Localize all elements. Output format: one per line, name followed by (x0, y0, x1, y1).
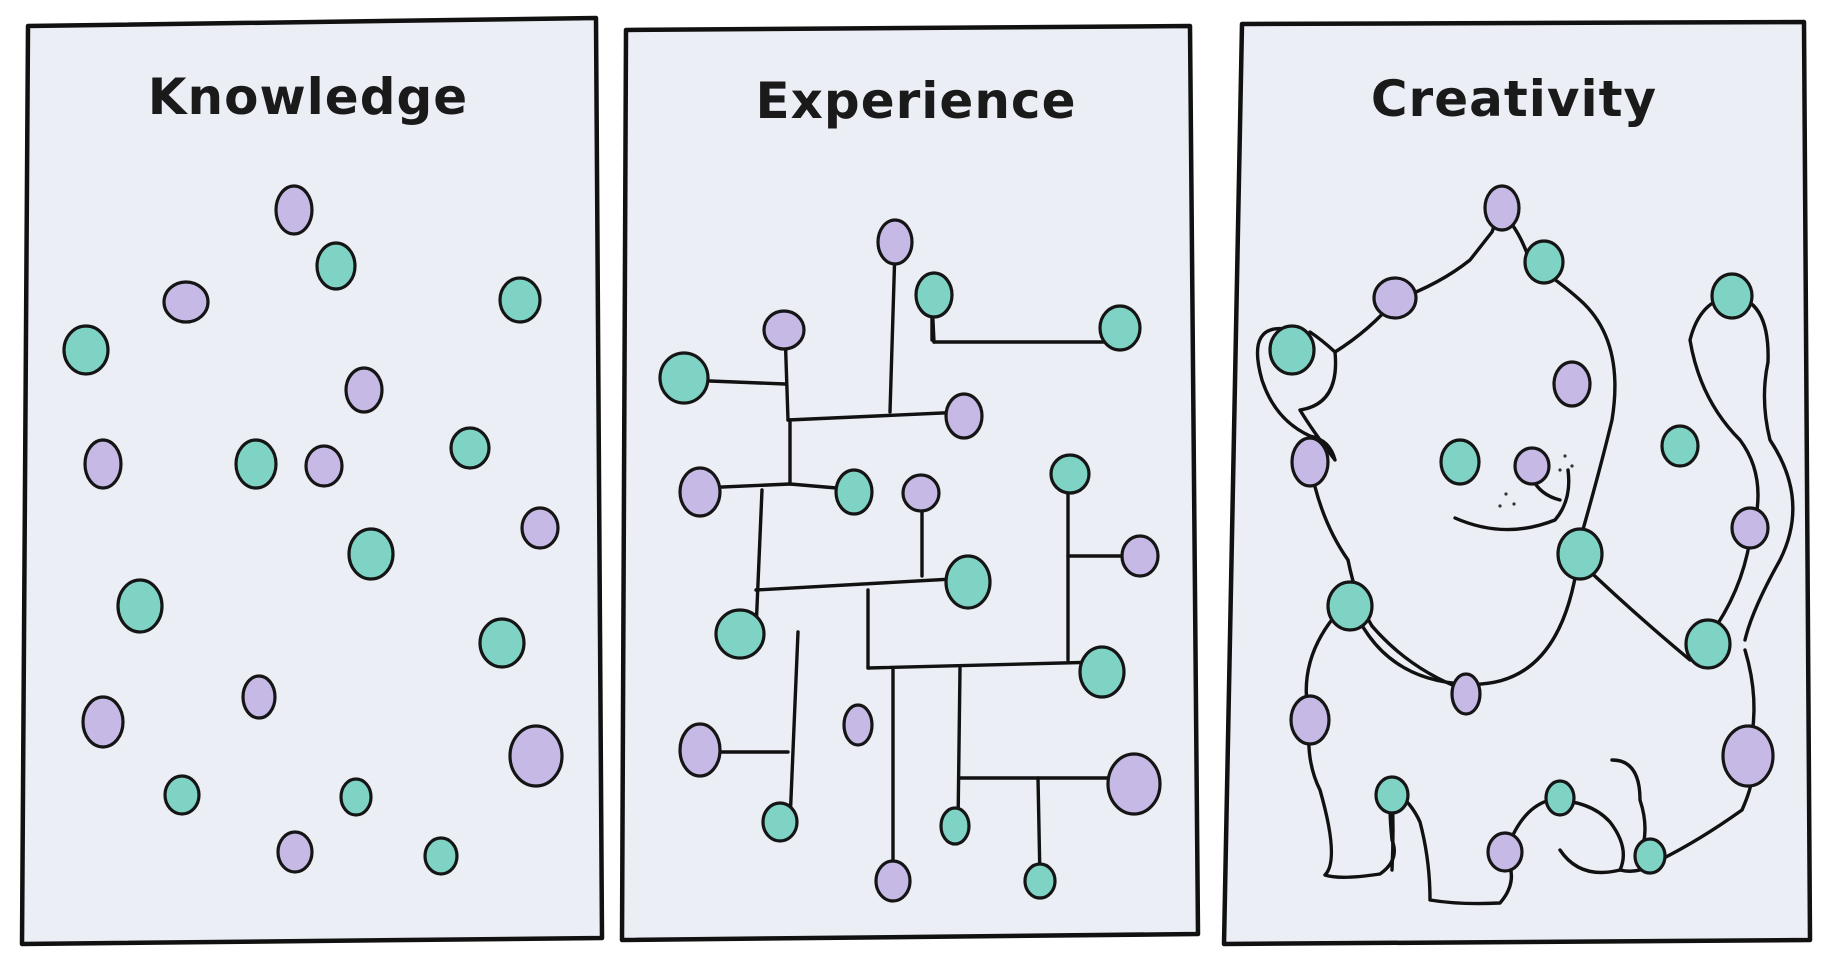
c-dots-dot (1710, 272, 1754, 320)
e-dots-dot (1049, 453, 1091, 495)
panel-creativity-frame (1221, 19, 1813, 947)
e-dots-dot (901, 473, 941, 513)
e-dots-dot (914, 271, 954, 319)
c-dots-dot (1483, 184, 1521, 232)
e-dots-dot (761, 801, 799, 843)
c-dots-dot (1556, 527, 1604, 581)
e-dots-dot (842, 703, 874, 747)
panel-knowledge: Knowledge (19, 15, 605, 947)
e-dots-dot (1120, 534, 1160, 578)
e-dots-dot (678, 466, 722, 518)
c-dots-dot (1552, 360, 1592, 408)
k-dots-dot (347, 527, 395, 581)
k-dots-dot (478, 617, 526, 669)
panel-experience: Experience (619, 23, 1201, 943)
e-dots-dot (1078, 645, 1126, 699)
c-dots-dot (1721, 724, 1775, 788)
e-dots-dot (714, 608, 766, 660)
k-dots-dot (344, 366, 384, 414)
c-dots-dot (1374, 775, 1410, 815)
e-dots-dot (876, 218, 914, 266)
e-dots-dot (658, 351, 710, 405)
k-dots-dot (276, 830, 314, 874)
e-dots-dot (678, 722, 722, 778)
e-dots-dot (1098, 304, 1142, 352)
k-dots-dot (163, 774, 201, 816)
c-dots-dot (1633, 837, 1667, 875)
k-dots-dot (498, 276, 542, 324)
panel-knowledge-title: Knowledge (148, 68, 468, 126)
c-dots-dot (1439, 438, 1481, 486)
panel-creativity-title: Creativity (1371, 70, 1657, 128)
k-dots-dot (508, 724, 564, 788)
knowledge-dots (62, 184, 564, 876)
k-dots-dot (315, 241, 357, 291)
k-dots-dot (274, 184, 314, 236)
k-dots-dot (339, 777, 373, 817)
k-dots-dot (241, 674, 277, 720)
c-dots-dot (1326, 580, 1374, 632)
c-dots-dot (1684, 618, 1732, 670)
e-dots-dot (1023, 862, 1057, 900)
k-dots-dot (304, 444, 344, 488)
c-dots-dot (1730, 506, 1770, 550)
k-dots-dot (83, 438, 123, 490)
panel-creativity: Creativity (1221, 19, 1813, 947)
c-dots-dot (1544, 779, 1576, 817)
k-dots-dot (116, 578, 164, 634)
creativity-dots (1268, 184, 1775, 875)
k-dots-dot (234, 438, 278, 490)
e-dots-dot (944, 554, 992, 610)
c-dots-dot (1486, 831, 1524, 873)
c-dots-dot (1289, 694, 1331, 746)
k-dots-dot (62, 324, 110, 376)
k-dots-dot (423, 836, 459, 876)
k-dots-dot (162, 280, 210, 324)
c-dots-dot (1523, 239, 1565, 285)
k-dots-dot (449, 426, 491, 470)
k-dots-dot (520, 506, 560, 550)
c-dots-dot (1513, 446, 1551, 486)
c-dots-dot (1268, 324, 1316, 376)
c-dots-dot (1372, 276, 1418, 320)
e-dots-dot (1106, 752, 1162, 816)
panel-experience-title: Experience (756, 72, 1077, 130)
e-dots-dot (944, 392, 984, 440)
e-dots-dot (762, 309, 806, 351)
c-dots-dot (1290, 436, 1330, 488)
e-dots-dot (834, 468, 874, 516)
e-dots-dot (939, 806, 971, 846)
experience-dots (658, 218, 1162, 903)
c-dots-dot (1450, 672, 1482, 716)
k-dots-dot (81, 695, 125, 749)
c-dots-dot (1660, 424, 1700, 468)
e-dots-dot (874, 859, 912, 903)
